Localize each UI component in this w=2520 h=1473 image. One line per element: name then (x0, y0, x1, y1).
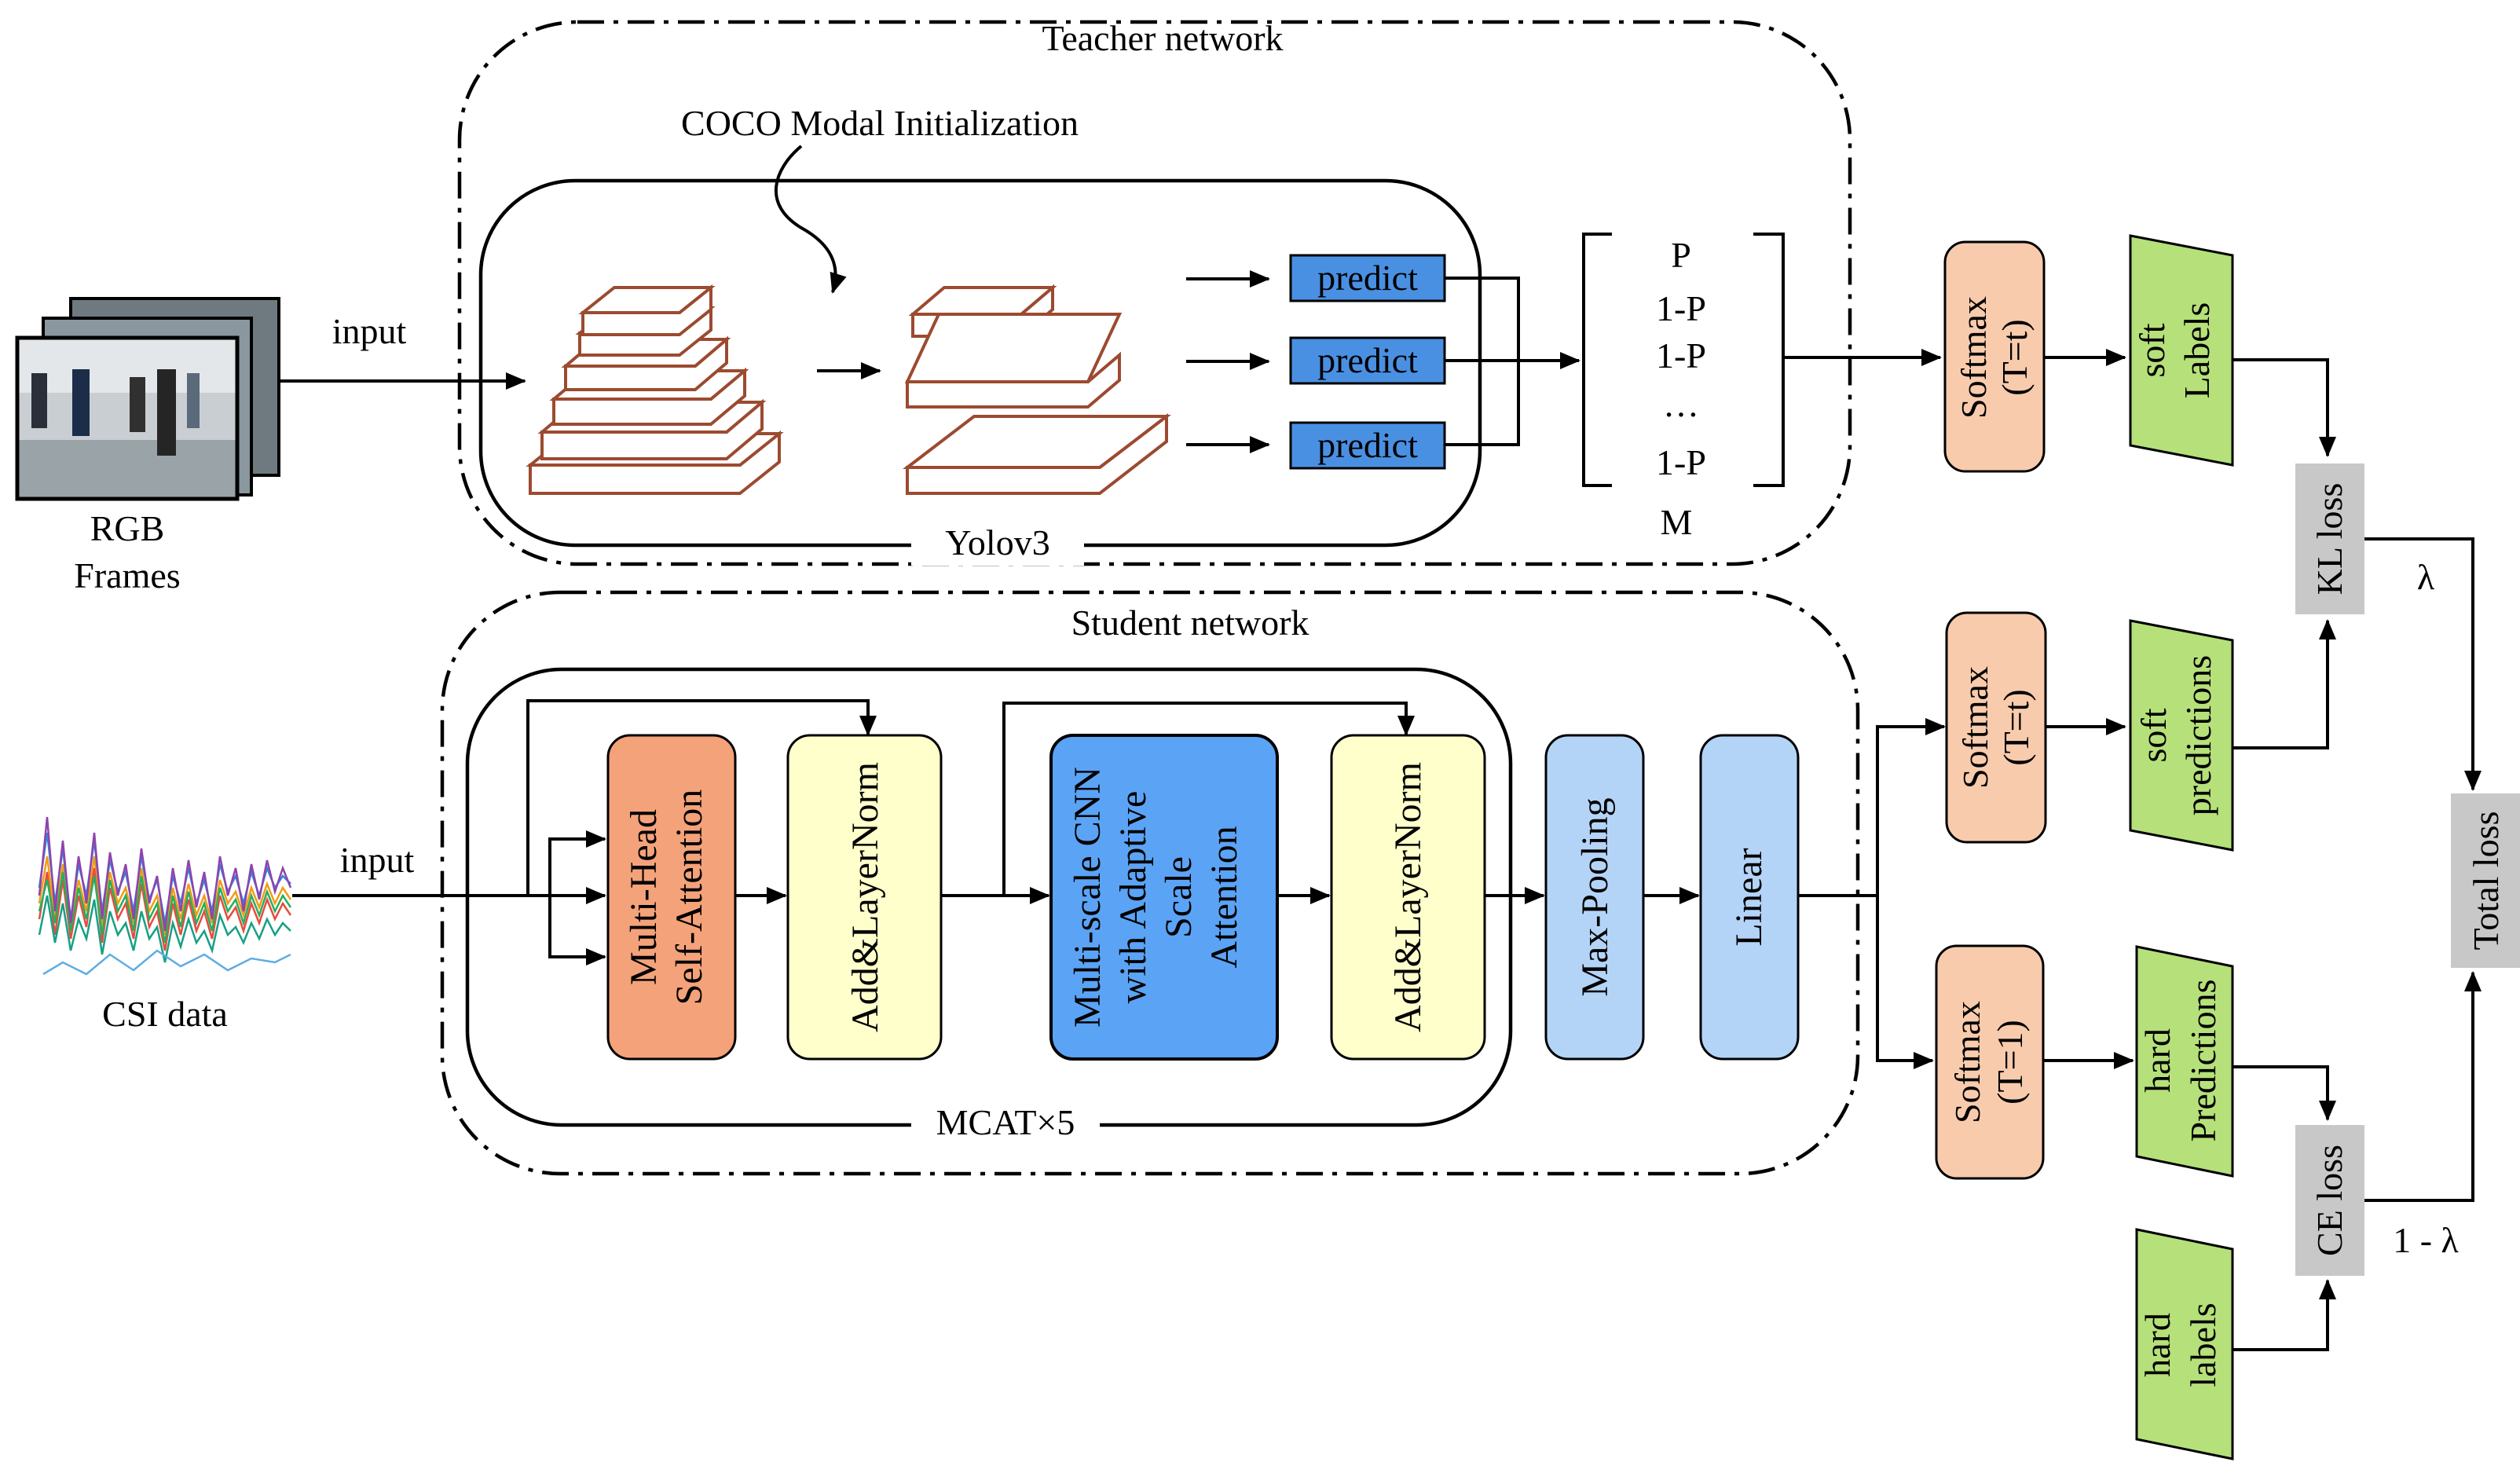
mscnn-line2: with Adaptive (1112, 791, 1154, 1004)
linear-node: Linear (1699, 734, 1800, 1061)
total-loss-node: Total loss (2451, 793, 2520, 968)
softpred-to-kl-arrow (2232, 619, 2336, 749)
coco-init-arrow (774, 145, 847, 294)
addnorm1-label: Add&LayerNorm (844, 762, 886, 1032)
softmax-student-1: Softmax (T=1) (1935, 944, 2045, 1180)
softmax-teacher-line2: (T=t) (1994, 319, 2035, 395)
soft-labels-line2: Labels (2177, 302, 2217, 399)
probability-vector: P 1-P 1-P … 1-P M (1582, 233, 1785, 542)
residual-skip-2 (1002, 702, 1415, 896)
addnorm-node-1: Add&LayerNorm (786, 734, 943, 1061)
ce-to-total-arrow (2364, 971, 2482, 1202)
linear-label: Linear (1728, 848, 1770, 946)
rgb-caption-line2: Frames (74, 555, 180, 595)
addnorm-node-2: Add&LayerNorm (1330, 734, 1486, 1061)
branch-to-softmax-t (1876, 718, 1946, 896)
mcat-label: MCAT×5 (936, 1102, 1075, 1142)
ce-loss-label: CE loss (2309, 1145, 2350, 1256)
maxpool-label: Max-Pooling (1574, 797, 1616, 996)
hard-labels-line2: labels (2183, 1303, 2223, 1387)
mhsa-input-q (548, 830, 606, 896)
coco-init-label: COCO Modal Initialization (681, 103, 1079, 143)
prob-item-1: P (1671, 235, 1691, 275)
kl-to-total-arrow (2364, 537, 2482, 791)
predict-label-1: predict (1317, 258, 1418, 298)
softmax-student-t-line2: (T=t) (1996, 689, 2036, 765)
multi-head-attention-node: Multi-Head Self-Attention (606, 734, 737, 1061)
mcat-label-bg (911, 1103, 1100, 1144)
soft-predictions-line2: predictions (2178, 655, 2218, 815)
addnorm2-label: Add&LayerNorm (1387, 762, 1429, 1032)
predict-label-3: predict (1317, 425, 1418, 465)
softmax-student-1-line2: (T=1) (1990, 1020, 2030, 1105)
teacher-title: Teacher network (1042, 18, 1283, 58)
prob-caption: M (1661, 502, 1693, 542)
prob-item-5: 1-P (1656, 442, 1706, 482)
predict-label-2: predict (1317, 340, 1418, 380)
rgb-frames-image (15, 297, 280, 501)
softmax-student-1-line1: Softmax (1947, 1001, 1987, 1123)
detection-heads-icon (903, 284, 1171, 495)
branch-to-softmax-1 (1876, 896, 1934, 1069)
kl-loss-label: KL loss (2309, 483, 2350, 595)
soft-labels-line1: soft (2132, 323, 2172, 377)
softmax-teacher: Softmax (T=t) (1943, 240, 2046, 473)
mscnn-line1: Multi-scale CNN (1067, 767, 1108, 1028)
prob-item-3: 1-P (1656, 335, 1706, 376)
softmax-student-t-line1: Softmax (1955, 666, 1995, 789)
mhsa-line1: Multi-Head (623, 809, 665, 985)
yolov3-label: Yolov3 (945, 522, 1049, 562)
soft-labels-node: soft Labels (2129, 234, 2234, 467)
hard-labels-node: hard labels (2135, 1228, 2234, 1460)
mscnn-line4: Attention (1203, 826, 1245, 968)
student-title: Student network (1071, 603, 1309, 643)
csi-input-label: input (340, 840, 415, 880)
predict-box-3: predict (1289, 421, 1446, 470)
csi-waveform-image (38, 816, 292, 976)
hardpred-to-ce-arrow (2232, 1065, 2336, 1121)
prob-item-4: … (1663, 384, 1699, 424)
mhsa-line2: Self-Attention (668, 790, 710, 1006)
hard-predictions-line1: hard (2137, 1028, 2178, 1093)
one-minus-lambda-label: 1 - λ (2393, 1220, 2459, 1260)
kl-loss-node: KL loss (2295, 464, 2364, 614)
teacher-dashed-frame (457, 20, 1852, 566)
multiscale-cnn-node: Multi-scale CNN with Adaptive Scale Atte… (1049, 734, 1279, 1061)
teacher-network: Teacher network Yolov3 COCO Modal Initia… (457, 18, 2336, 566)
soft-predictions-node: soft predictions (2129, 619, 2234, 852)
prob-item-2: 1-P (1656, 288, 1706, 328)
maxpool-node: Max-Pooling (1544, 734, 1645, 1061)
hard-labels-line1: hard (2137, 1313, 2178, 1377)
rgb-caption-line1: RGB (90, 508, 165, 548)
hardlabels-to-ce-arrow (2232, 1279, 2336, 1351)
hard-predictions-line2: Predictions (2183, 980, 2223, 1142)
softmax-student-t: Softmax (T=t) (1945, 611, 2047, 844)
predict-box-1: predict (1289, 254, 1446, 302)
ce-loss-node: CE loss (2295, 1125, 2364, 1276)
lambda-label: λ (2417, 557, 2435, 597)
softmax-teacher-line1: Softmax (1954, 296, 1994, 419)
yolov3-label-bg (911, 525, 1084, 566)
student-network: Student network MCAT×5 Multi-Head Self-A… (440, 590, 2336, 1180)
mscnn-line3: Scale (1158, 856, 1200, 938)
mhsa-input-v (548, 896, 606, 966)
softlabels-to-kl-arrow (2232, 358, 2336, 457)
feature-pyramid-icon (526, 284, 784, 495)
rgb-input-label: input (332, 311, 407, 351)
residual-skip-1 (526, 699, 877, 896)
predict-box-2: predict (1289, 336, 1446, 385)
student-dashed-frame (440, 590, 1860, 1176)
total-loss-label: Total loss (2466, 812, 2506, 951)
soft-predictions-line1: soft (2134, 708, 2174, 762)
hard-predictions-node: hard Predictions (2135, 945, 2234, 1178)
csi-caption: CSI data (102, 994, 228, 1034)
